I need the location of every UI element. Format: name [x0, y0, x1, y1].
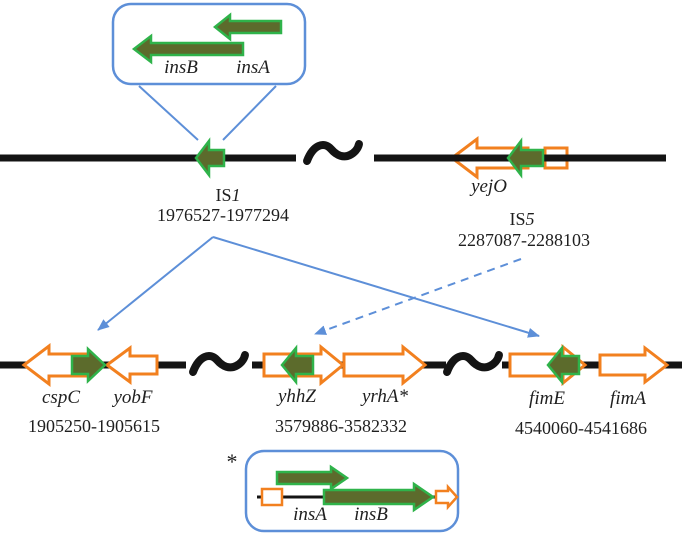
- callout-orange-remnant-arrow: [434, 483, 459, 511]
- locus-middle-coordinates: 3579886-3582332: [275, 416, 407, 436]
- is5-number: 5: [525, 209, 535, 229]
- gene-label-yrhA: yrhA*: [361, 386, 409, 407]
- is1-number: 1: [231, 185, 241, 205]
- gene-label-insB-bottom: insB: [354, 504, 388, 525]
- insA-arrow-top: [212, 12, 283, 42]
- gene-label-insA-bottom: insA: [293, 504, 327, 525]
- is5-insertion-pointer-dashed: [314, 258, 522, 335]
- gene-label-yhhZ: yhhZ: [278, 386, 316, 407]
- is5-prefix: IS: [509, 209, 526, 229]
- callout-pointer-left: [138, 85, 199, 141]
- genome-break-tilde-bottom-left: [189, 351, 249, 376]
- is1-insertion-pointer-left: [97, 236, 214, 331]
- gene-label-yobF: yobF: [113, 387, 153, 408]
- insB-arrow-bottom: [322, 481, 436, 513]
- is1-coordinates: 1976527-1977294: [157, 205, 289, 225]
- is5-insertion-yhhZ-arrow: [280, 344, 315, 386]
- is1-arrow: [194, 137, 226, 179]
- gene-label-insA-top: insA: [236, 57, 270, 78]
- genome-break-tilde-bottom-right: [443, 351, 503, 376]
- insB-arrow-top: [131, 33, 245, 65]
- callout-pointer-right: [222, 85, 277, 141]
- insA-arrow-bottom: [275, 464, 350, 492]
- gene-label-fimE: fimE: [529, 388, 565, 409]
- locus-right-coordinates: 4540060-4541686: [515, 418, 647, 438]
- yrhA-gene-arrow: [342, 343, 428, 387]
- genome-break-tilde-top: [303, 140, 363, 165]
- locus-left-coordinates: 1905250-1905615: [28, 416, 160, 436]
- is5-coordinates: 2287087-2288103: [458, 230, 590, 250]
- is1-insertion-fimE-arrow: [546, 344, 581, 386]
- gene-label-fimA: fimA: [610, 388, 646, 409]
- is5-label: IS5: [509, 209, 535, 230]
- gene-label-yejO: yejO: [471, 176, 507, 197]
- is1-insertion-pointer-right: [212, 236, 540, 338]
- is5-arrow: [506, 137, 545, 179]
- gene-label-cspC: cspC: [42, 387, 80, 408]
- callout-orange-remnant-box: [260, 487, 284, 507]
- gene-label-insB-top: insB: [164, 57, 198, 78]
- fimA-gene-arrow: [598, 344, 670, 386]
- asterisk-marker: *: [226, 449, 238, 474]
- is1-insertion-cspC-arrow: [70, 346, 107, 384]
- yobF-gene-arrow: [104, 345, 159, 385]
- is1-label: IS1: [215, 185, 241, 206]
- is1-prefix: IS: [215, 185, 232, 205]
